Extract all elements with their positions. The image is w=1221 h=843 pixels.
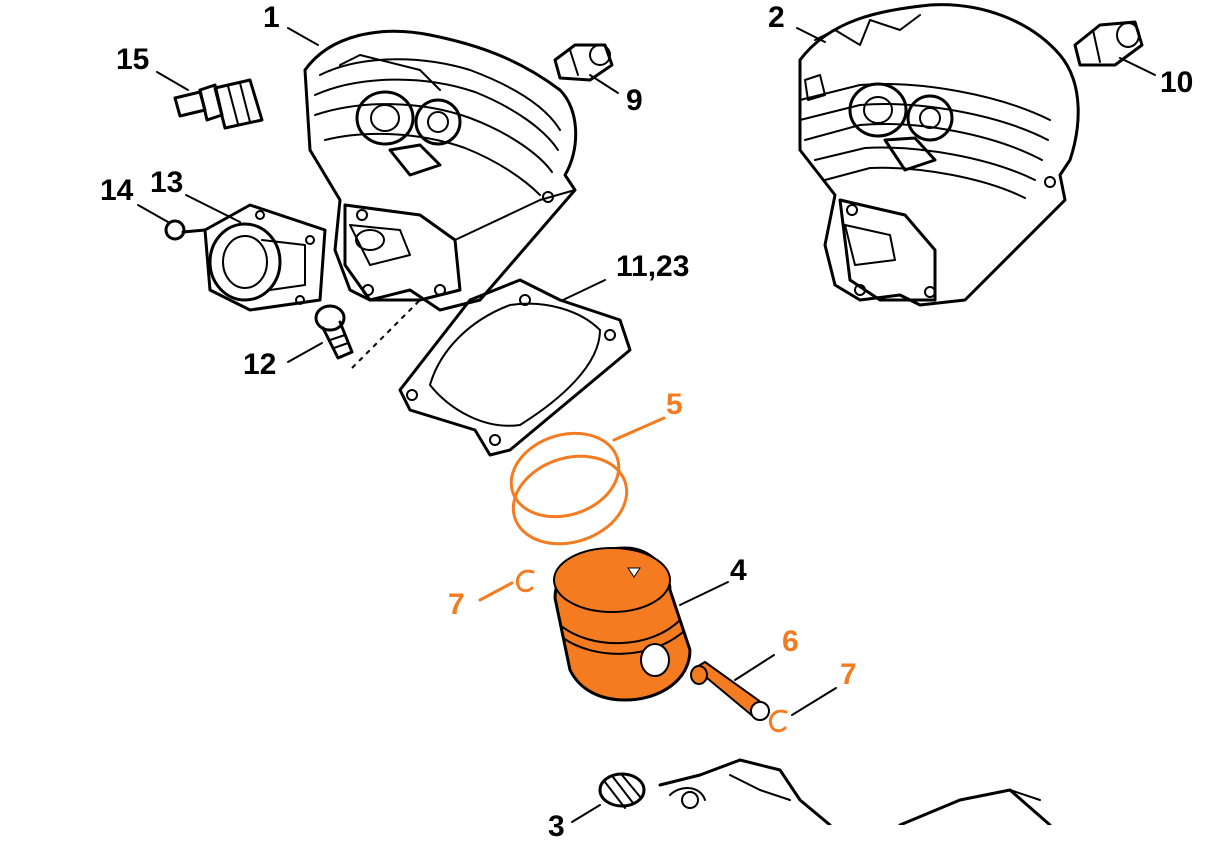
cylinder-2-icon[interactable] xyxy=(798,3,1080,307)
screw-14-icon[interactable] xyxy=(164,219,207,241)
callout-15: 15 xyxy=(116,43,150,76)
callout-1: 1 xyxy=(263,1,280,34)
valve-10-icon[interactable] xyxy=(1073,20,1144,67)
callout-2: 2 xyxy=(768,1,785,34)
circlip-left-icon[interactable] xyxy=(515,569,535,593)
callout-11-23: 11,23 xyxy=(616,250,690,283)
cylinder-1-icon[interactable] xyxy=(303,29,578,312)
spark-plug-icon[interactable] xyxy=(173,78,264,130)
callout-12: 12 xyxy=(243,348,277,381)
callout-7-left: 7 xyxy=(448,588,465,621)
valve-9-icon[interactable] xyxy=(553,43,614,82)
callout-7-right: 7 xyxy=(840,658,857,691)
manifold-icon[interactable] xyxy=(203,203,327,312)
leader-lines xyxy=(137,27,1156,823)
callout-4: 4 xyxy=(730,554,747,587)
needle-cage-icon[interactable] xyxy=(598,772,646,809)
parts-diagram xyxy=(137,3,1156,825)
circlip-right-icon[interactable] xyxy=(768,709,788,733)
piston-pin-icon[interactable] xyxy=(690,660,770,721)
piston-rings-icon[interactable] xyxy=(500,420,638,558)
callout-6: 6 xyxy=(782,625,799,658)
callout-3: 3 xyxy=(548,810,565,843)
gasket-icon[interactable] xyxy=(398,278,632,457)
callout-5: 5 xyxy=(666,388,683,421)
callout-13: 13 xyxy=(150,166,184,199)
piston-icon[interactable] xyxy=(553,546,692,702)
crankcase-icon[interactable] xyxy=(658,758,1052,825)
callout-9: 9 xyxy=(626,84,643,117)
callout-10: 10 xyxy=(1160,66,1194,99)
callout-14: 14 xyxy=(100,174,134,207)
screw-12-icon[interactable] xyxy=(314,299,421,369)
